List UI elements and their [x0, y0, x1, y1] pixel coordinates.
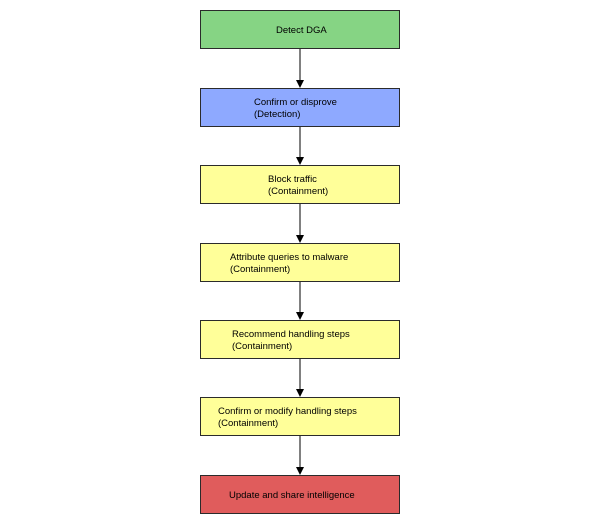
node-attribute-queries-label: Attribute queries to malware (Containmen… [230, 252, 349, 275]
node-update-share-label: Update and share intelligence [229, 490, 355, 501]
node-confirm-or-modify: Confirm or modify handling steps (Contai… [200, 397, 400, 436]
node-block-traffic-label: Block traffic (Containment) [268, 174, 329, 197]
node-recommend-handling: Recommend handling steps (Containment) [200, 320, 400, 359]
node-confirm-or-disprove: Confirm or disprove (Detection) [200, 88, 400, 127]
node-update-share: Update and share intelligence [200, 475, 400, 514]
node-attribute-queries: Attribute queries to malware (Containmen… [200, 243, 400, 282]
node-detect-dga: Detect DGA [200, 10, 400, 49]
node-confirm-or-modify-label: Confirm or modify handling steps (Contai… [218, 406, 357, 429]
node-detect-dga-label: Detect DGA [276, 25, 327, 36]
node-recommend-handling-label: Recommend handling steps (Containment) [232, 329, 350, 352]
node-block-traffic: Block traffic (Containment) [200, 165, 400, 204]
node-confirm-or-disprove-label: Confirm or disprove (Detection) [254, 97, 337, 120]
